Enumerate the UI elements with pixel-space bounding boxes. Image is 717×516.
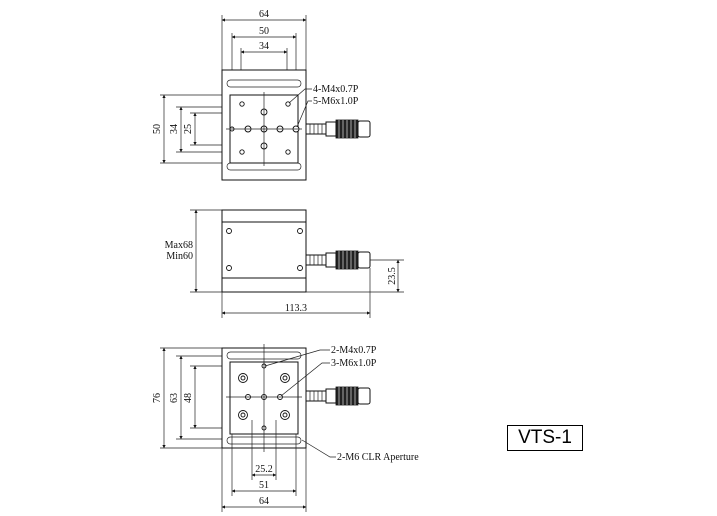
dim-top-width-mid: 50 — [259, 26, 269, 37]
dim-bottom-height-mid: 63 — [169, 393, 180, 403]
dim-side-height-min: Min60 — [166, 251, 193, 262]
callout-bottom-tap-small: 2-M4x0.7P — [331, 345, 377, 356]
dim-bottom-width-outer: 64 — [259, 496, 269, 507]
side-view: Max68 Min60 23.5 113.3 — [165, 209, 404, 318]
dim-top-height-outer: 50 — [152, 124, 163, 134]
dim-top-width-inner: 34 — [259, 41, 269, 52]
callout-top-tap-small: 4-M4x0.7P — [313, 84, 359, 95]
dim-side-length: 113.3 — [285, 303, 307, 314]
dim-top-width-outer: 64 — [259, 9, 269, 20]
dim-side-height-max: Max68 — [165, 240, 193, 251]
dim-bottom-width-mid: 51 — [259, 480, 269, 491]
side-view-body — [221, 221, 307, 279]
callout-bottom-aperture: 2-M6 CLR Aperture — [337, 452, 419, 463]
dim-side-micrometer-height: 23.5 — [387, 267, 398, 285]
side-view-base — [221, 277, 307, 293]
callout-top-tap-large: 5-M6x1.0P — [313, 96, 359, 107]
dim-top-height-inner: 25 — [183, 124, 194, 134]
dim-bottom-height-outer: 76 — [152, 393, 163, 403]
callout-bottom-tap-large: 3-M6x1.0P — [331, 358, 377, 369]
top-view: 64 50 34 50 34 25 — [152, 9, 371, 181]
side-view-table — [221, 209, 307, 223]
dim-bottom-height-inner: 48 — [183, 393, 194, 403]
bottom-view: 76 63 48 2-M4x0.7P — [152, 344, 419, 512]
dim-top-height-mid: 34 — [169, 124, 180, 134]
dim-bottom-width-inner: 25.2 — [255, 464, 273, 475]
model-label: VTS-1 — [507, 425, 583, 451]
